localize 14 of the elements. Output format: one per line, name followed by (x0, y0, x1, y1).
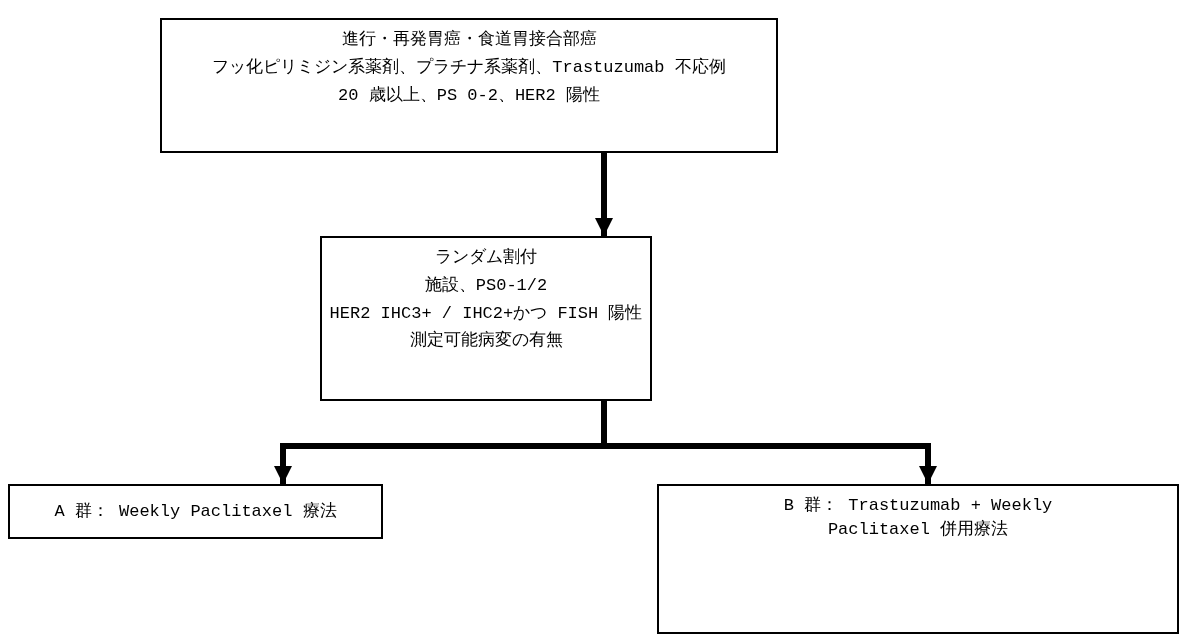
process-box (160, 18, 778, 153)
box-text: A 群： Weekly Paclitaxel 療法 (54, 500, 337, 523)
process-box (8, 484, 383, 539)
box-text: B 群： Trastuzumab + Weekly Paclitaxel 併用療法 (782, 495, 1054, 541)
box-text: ランダム割付 (435, 247, 537, 269)
arrow (595, 153, 613, 236)
box-text: HER2 IHC3+ / IHC2+かつ FISH 陽性 (329, 302, 643, 325)
box-text: 測定可能病変の有無 (409, 329, 563, 353)
box-text: 20 歳以上、PS 0-2、HER2 陽性 (338, 84, 600, 107)
process-box (320, 236, 652, 401)
box-text: フッ化ピリミジン系薬剤、プラチナ系薬剤、Trastuzumab 不応例 (212, 56, 726, 79)
process-box (657, 484, 1179, 634)
box-text: 施設、PS0-1/2 (424, 274, 548, 297)
box-text: 進行・再発胃癌・食道胃接合部癌 (341, 29, 597, 51)
